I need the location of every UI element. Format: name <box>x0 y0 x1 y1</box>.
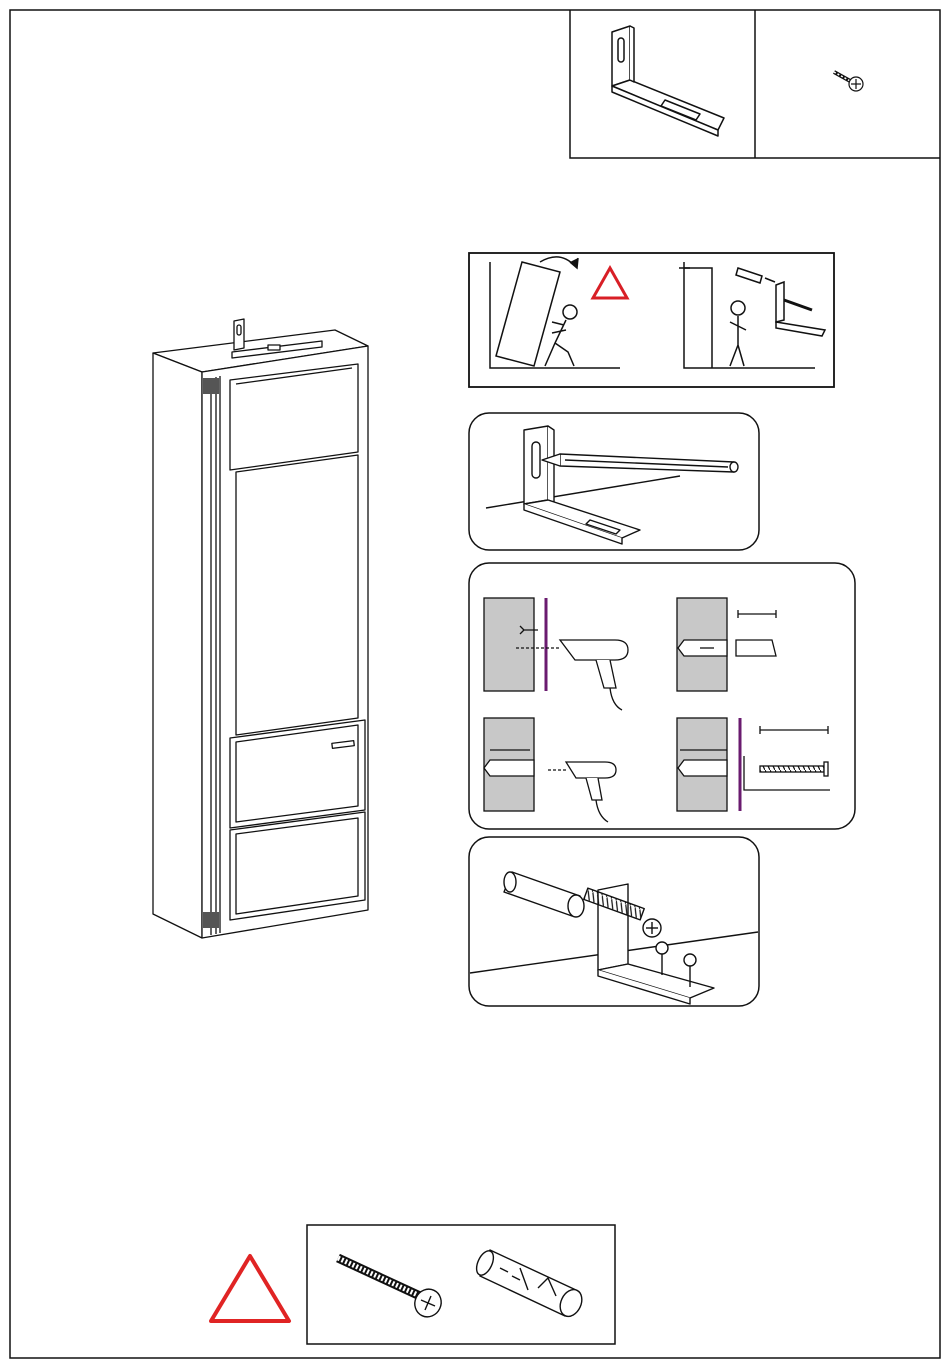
step-fix-panel <box>469 837 759 1006</box>
angle-bracket-icon <box>612 26 724 136</box>
warning-triangle-icon <box>211 1256 289 1321</box>
hardware-parts-box <box>570 10 940 158</box>
wood-screw-icon <box>834 72 863 91</box>
step-tip-over-panel <box>469 253 834 387</box>
cabinet-illustration <box>153 319 368 938</box>
wall-hardware-box <box>307 1225 615 1344</box>
step-drill-panel <box>469 563 855 829</box>
step-mark-hole-panel <box>469 413 759 550</box>
